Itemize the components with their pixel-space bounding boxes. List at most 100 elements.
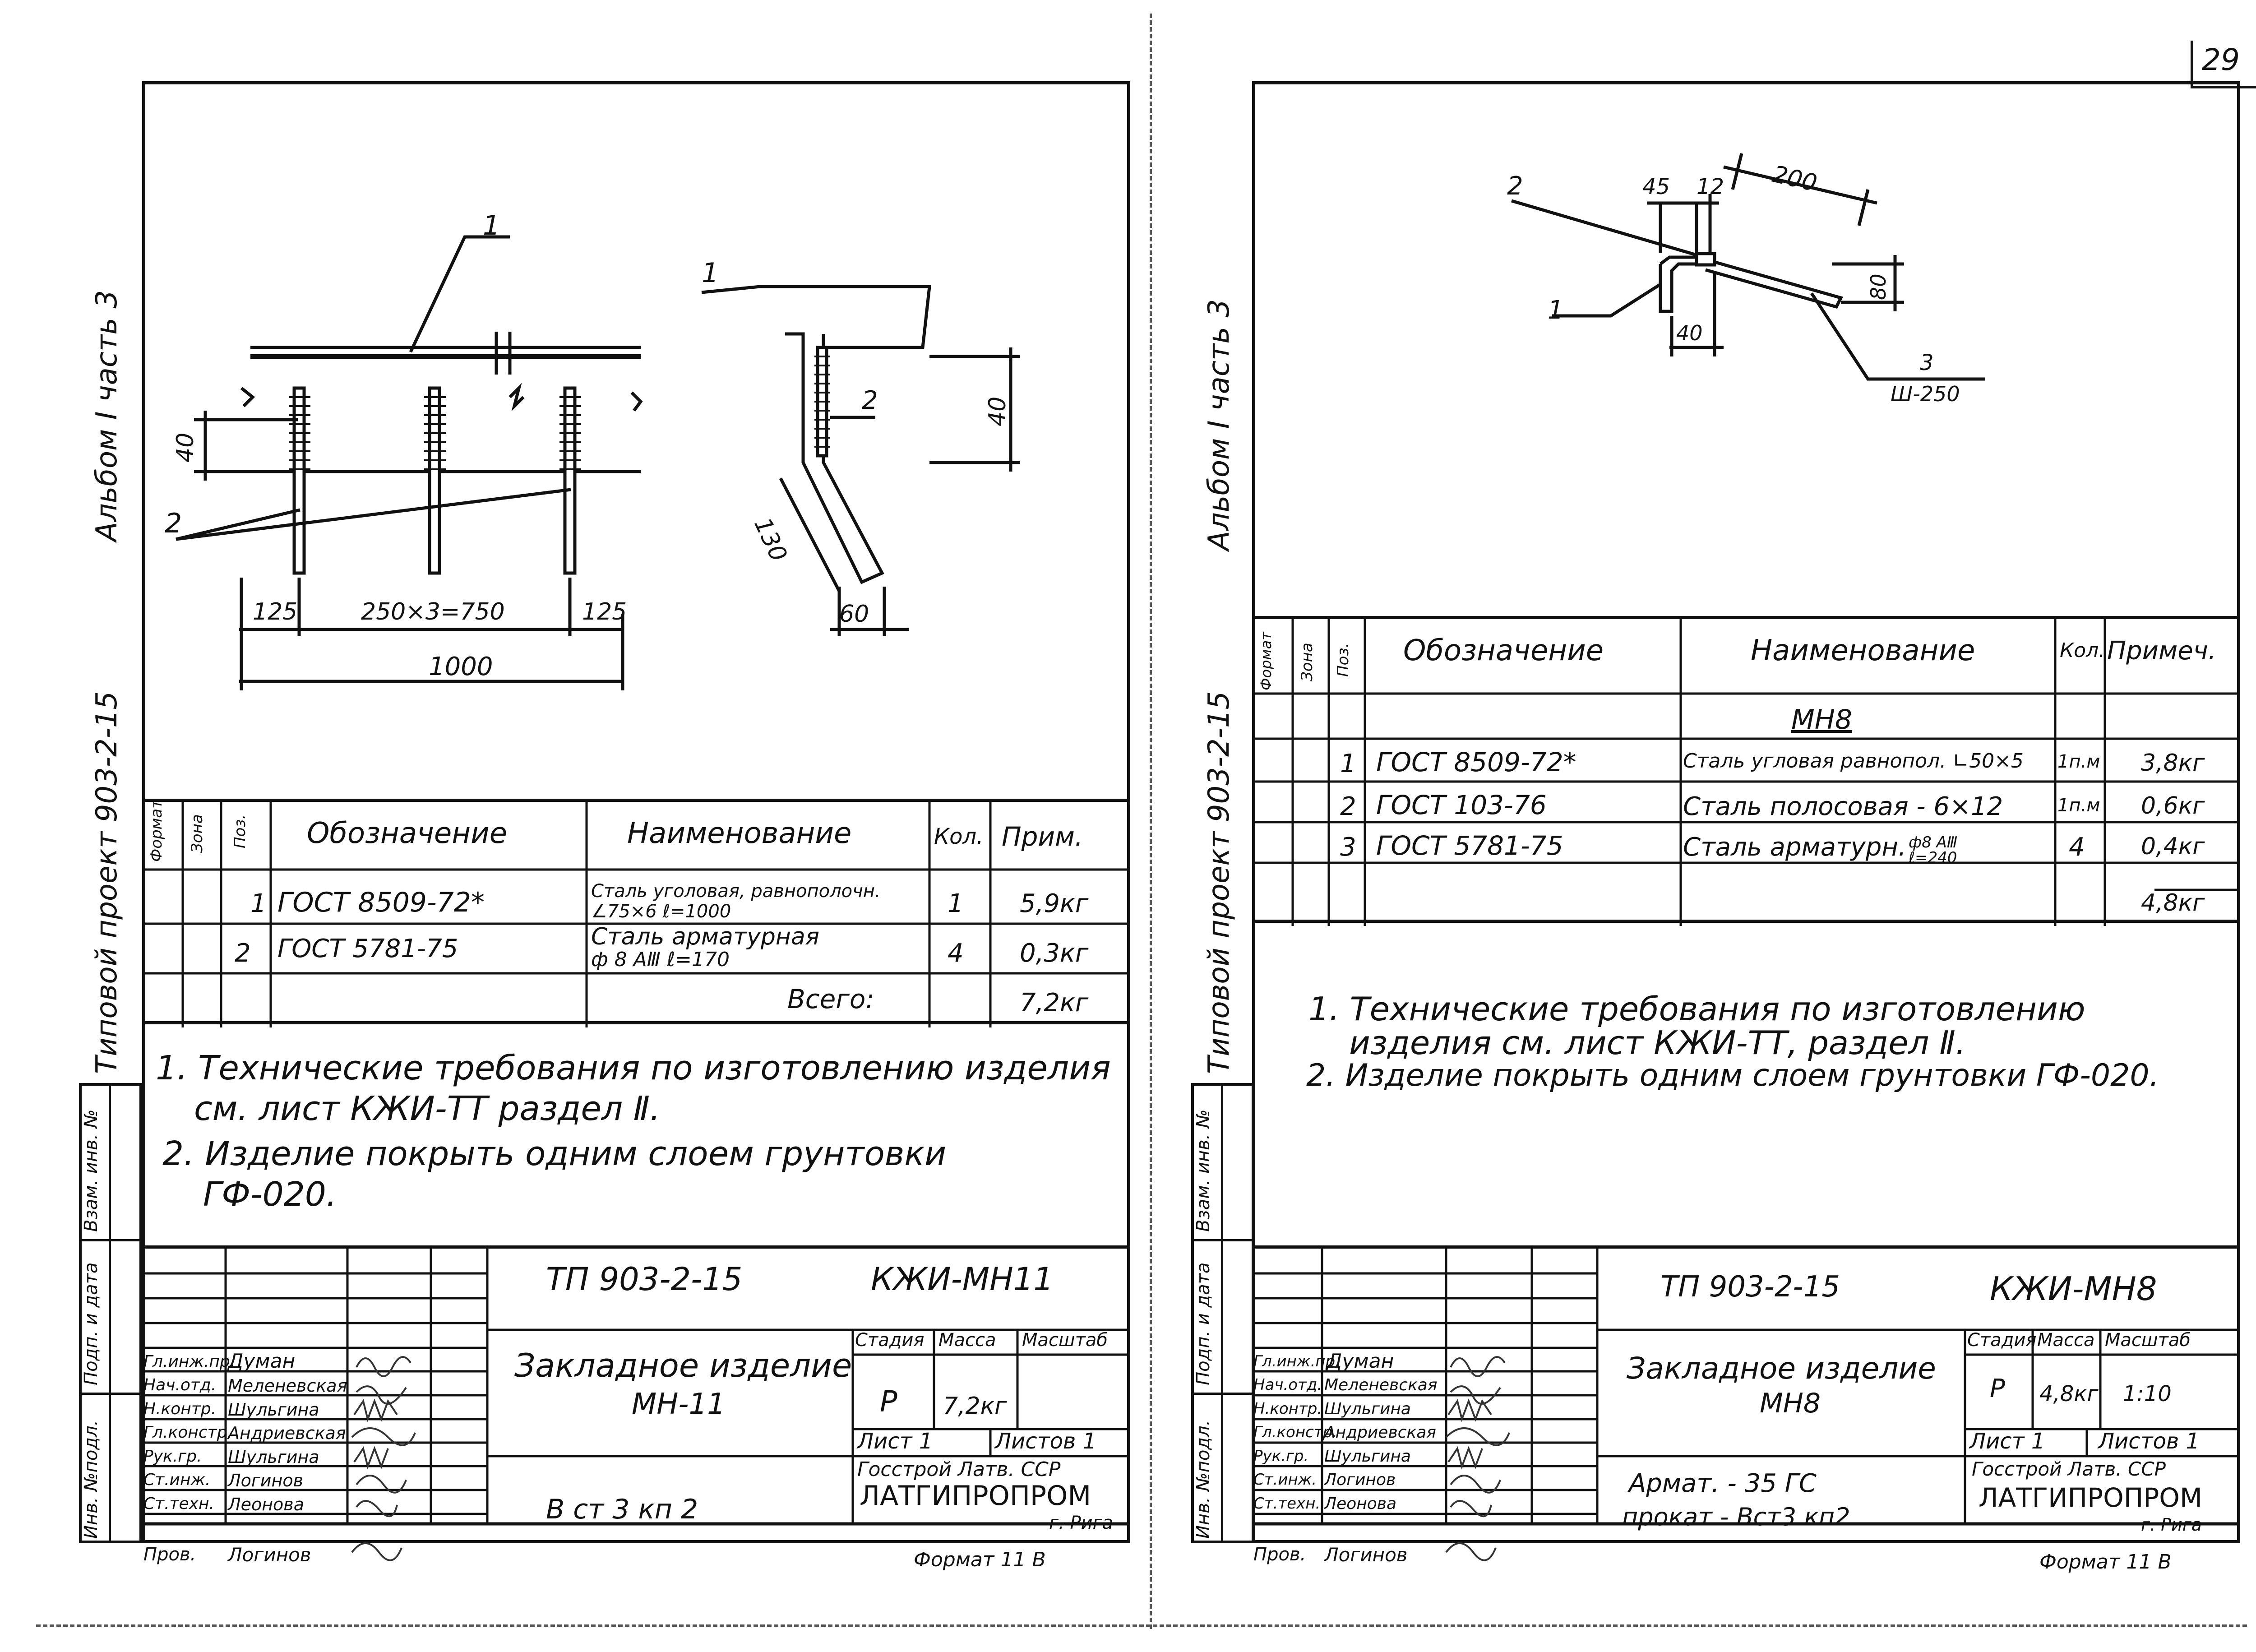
left-tb-org3: г. Рига [1049, 1513, 1114, 1533]
left-name-4: Шульгина [228, 1447, 319, 1467]
right-row3-note: 0,4кг [2141, 833, 2205, 860]
left-dim-125r: 125 [582, 598, 627, 625]
right-col-note: Примеч. [2107, 636, 2216, 666]
right-name-3: Андриевская [1324, 1423, 1436, 1442]
right-role-6: Ст.техн. [1253, 1495, 1321, 1513]
right-total-value: 4,8кг [2141, 889, 2205, 916]
left-tb-title2: МН-11 [632, 1388, 726, 1421]
left-dim-mid: 250×3=750 [361, 598, 505, 625]
right-col-format: Формат [1257, 632, 1275, 690]
right-role-4: Рук.гр. [1253, 1447, 1309, 1465]
right-name-4: Шульгина [1324, 1447, 1411, 1466]
left-col-zone: Зона [188, 814, 206, 853]
right-spec-table [1252, 616, 2240, 926]
left-row1-desig: ГОСТ 8509-72* [277, 887, 485, 918]
right-tb-code: ТП 903-2-15 [1660, 1270, 1840, 1304]
right-tb-col-mass: Масса [2037, 1330, 2095, 1351]
left-total-value: 7,2кг [1020, 988, 1089, 1018]
right-tb-title2: МН8 [1760, 1388, 1821, 1419]
right-name-5: Логинов [1324, 1471, 1396, 1489]
right-name-2: Шульгина [1324, 1400, 1411, 1418]
left-role-3: Гл.констр. [143, 1423, 232, 1442]
left-row1-qty: 1 [948, 889, 964, 918]
left-side-title: Альбом I часть 3 [90, 290, 124, 541]
right-row3-name-sub: ф8 АⅢ ℓ=240 [1909, 833, 1958, 867]
right-spec-group: МН8 [1791, 704, 1853, 736]
left-tb-format: Формат 11 В [914, 1548, 1046, 1571]
left-row2-pos: 2 [235, 939, 251, 968]
right-pos3-sub: Ш-250 [1891, 382, 1960, 406]
right-col-zone: Зона [1298, 643, 1316, 681]
page-number-box [2191, 41, 2256, 88]
right-tb-sheets: Листов 1 [2098, 1429, 2200, 1454]
right-row3-desig: ГОСТ 5781-75 [1376, 830, 1563, 861]
right-tb-org1: Госстрой Латв. ССР [1972, 1458, 2166, 1480]
right-pos3: 3 [1920, 350, 1934, 375]
right-role-7: Пров. [1253, 1544, 1306, 1565]
left-tb-org1: Госстрой Латв. ССР [857, 1458, 1061, 1481]
left-dim-60: 60 [839, 601, 869, 628]
left-row1-note: 5,9кг [1020, 889, 1089, 918]
right-row2-pos: 2 [1340, 792, 1356, 821]
bottom-cut-line [36, 1624, 2247, 1627]
right-row2-desig: ГОСТ 103-76 [1376, 790, 1547, 820]
left-col-note: Прим. [1002, 821, 1083, 852]
right-tb-stage: Р [1990, 1374, 2005, 1403]
right-tb-col-scale: Масштаб [2105, 1330, 2191, 1351]
left-name-6: Леонова [228, 1495, 304, 1514]
right-row2-name: Сталь полосовая - 6×12 [1683, 792, 2003, 821]
right-side-cell-sign: Подп. и дата [1193, 1262, 1214, 1385]
left-name-1: Меленевская [228, 1376, 347, 1396]
right-role-5: Ст.инж. [1253, 1471, 1317, 1489]
left-pos2-a: 2 [165, 508, 182, 539]
right-role-0: Гл.инж.пр. [1253, 1352, 1340, 1370]
right-row3-pos: 3 [1340, 833, 1356, 862]
left-title-block [142, 1245, 1130, 1543]
right-note-1b: изделия см. лист КЖИ-ТТ, раздел Ⅱ. [1349, 1024, 1966, 1062]
right-col-desig: Обозначение [1403, 634, 1604, 667]
left-dim-40b: 40 [984, 396, 1011, 426]
right-tb-col-stage: Стадия [1967, 1330, 2037, 1351]
left-col-qty: Кол. [934, 824, 984, 849]
right-col-pos: Поз. [1334, 643, 1352, 677]
left-frame [142, 81, 1130, 1543]
left-role-5: Ст.инж. [143, 1471, 211, 1489]
right-tb-sheetcode: КЖИ-МН8 [1990, 1270, 2157, 1308]
right-tb-org3: г. Рига [2141, 1515, 2202, 1535]
left-col-desig: Обозначение [307, 817, 508, 850]
right-row3-qty: 4 [2069, 833, 2085, 862]
right-tb-sheet: Лист 1 [1969, 1429, 2045, 1454]
right-dim-45: 45 [1642, 174, 1670, 199]
right-tb-material1: Армат. - 35 ГС [1629, 1469, 1817, 1498]
right-note-2: 2. Изделие покрыть одним слоем грунтовки… [1306, 1058, 2159, 1093]
left-side-project: Типовой проект 903-2-15 [90, 691, 124, 1074]
right-role-1: Нач.отд. [1253, 1376, 1322, 1394]
right-dim-40: 40 [1676, 321, 1703, 345]
left-tb-sheet: Лист 1 [857, 1429, 933, 1454]
left-dim-125l: 125 [253, 598, 298, 625]
left-side-cell-vzam: Взам. инв. № [81, 1109, 102, 1232]
left-pos1-b: 1 [702, 257, 719, 289]
right-tb-scale: 1:10 [2123, 1381, 2172, 1407]
right-side-title: Альбом I часть 3 [1202, 299, 1236, 551]
left-name-5: Логинов [228, 1471, 303, 1490]
right-row2-note: 0,6кг [2141, 792, 2205, 819]
right-dim-12: 12 [1697, 174, 1724, 199]
right-row1-pos: 1 [1340, 749, 1356, 778]
left-side-cells [79, 1083, 142, 1543]
page-number: 29 [2202, 42, 2240, 77]
left-side-cell-sign: Подп. и дата [81, 1262, 102, 1385]
left-note-2b: ГФ-020. [203, 1175, 337, 1214]
left-row1-pos: 1 [250, 889, 267, 918]
left-row2-desig: ГОСТ 5781-75 [277, 934, 458, 963]
left-pos2-b: 2 [862, 386, 878, 415]
left-role-1: Нач.отд. [143, 1376, 217, 1394]
left-name-7: Логинов [228, 1544, 311, 1566]
left-note-2: 2. Изделие покрыть одним слоем грунтовки [162, 1134, 947, 1173]
right-row2-qty: 1п.м [2057, 795, 2100, 816]
left-name-0: Думан [228, 1350, 296, 1373]
left-side-cell-inv: Инв. №подл. [81, 1420, 102, 1539]
right-title-block [1252, 1245, 2240, 1543]
left-col-format: Формат [148, 800, 166, 862]
right-row1-qty: 1п.м [2057, 751, 2100, 772]
